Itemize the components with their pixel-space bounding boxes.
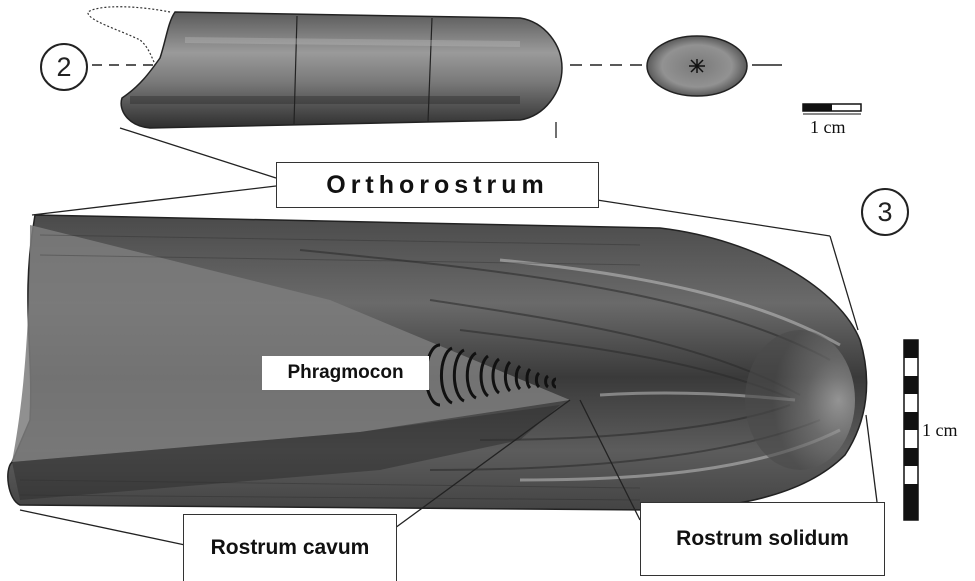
rostrum-solidum-label: Rostrum solidum [640, 502, 885, 576]
specimen-3-rostrum [8, 215, 867, 510]
phragmocon-label: Phragmocon [262, 356, 429, 390]
scale-bar-right [904, 340, 918, 520]
cross-section [647, 36, 747, 96]
scale-bar-top [803, 104, 861, 114]
specimen-number-3: 3 [861, 188, 909, 236]
rostrum-cavum-label: Rostrum cavum [183, 514, 397, 581]
scale-bar-top-label: 1 cm [810, 117, 846, 138]
specimen-2-body [121, 12, 562, 128]
orthorostrum-label: Orthorostrum [276, 162, 599, 208]
specimen-number-2: 2 [40, 43, 88, 91]
scale-bar-right-label: 1 cm [922, 420, 958, 441]
